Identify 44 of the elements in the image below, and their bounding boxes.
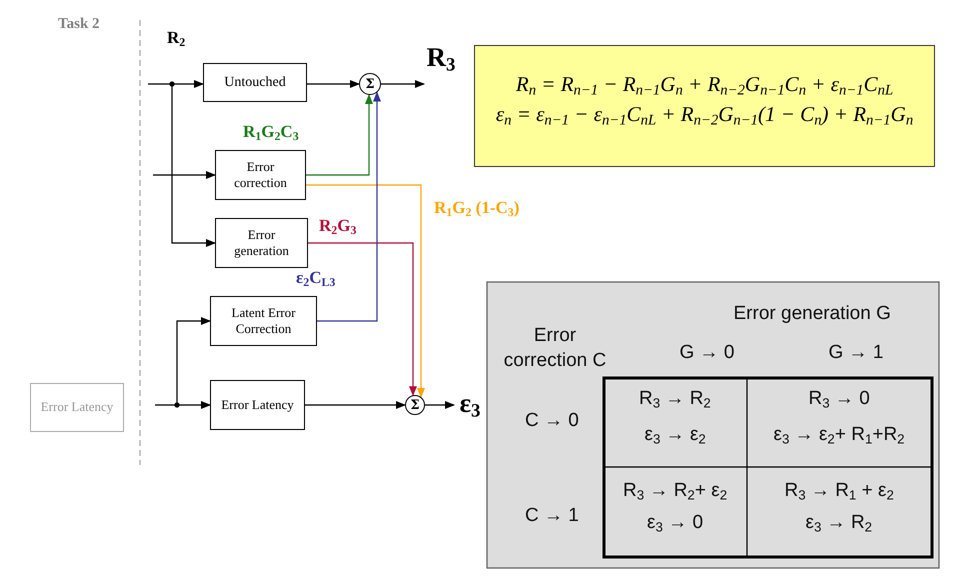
- edge-label: R$_{2}$G$_{3}$: [319, 216, 356, 236]
- arrow: [306, 184, 425, 398]
- table-cell-text: ε$_{3}$ → ε$_{2}$+ R$_{1}$+R$_{2}$: [774, 424, 905, 446]
- arrow: [305, 401, 406, 409]
- table-cell-text: ε$_{3}$ → R$_{2}$: [806, 512, 872, 534]
- arrow: [155, 401, 211, 409]
- table-header: Error correction C: [502, 324, 608, 373]
- arrow: [307, 80, 360, 88]
- signal-label: R$_{3}$: [424, 42, 458, 86]
- table-header: G → 1: [828, 342, 884, 364]
- table-cell-text: ε$_{3}$ → 0: [647, 512, 704, 534]
- table-cell-text: R$_{3}$ → R$_{1}$ + ε$_{2}$: [784, 480, 894, 502]
- table-header: C → 1: [525, 505, 579, 527]
- edge-label: R$_{1}$G$_{2}$ (1-C$_{3}$): [434, 198, 520, 218]
- process-box: Untouched: [203, 63, 307, 102]
- arrow: [148, 80, 204, 88]
- process-box: Latent Error Correction: [210, 296, 317, 346]
- table-cell-text: R$_{3}$ → R$_{2}$: [639, 388, 711, 410]
- signal-label: R$_{2}$: [167, 28, 186, 48]
- edge-label: R$_{1}$G$_{2}$C$_{3}$: [243, 122, 299, 142]
- arrow: [425, 401, 455, 409]
- slide-heading: Task 2: [58, 16, 100, 33]
- arrow: [153, 171, 216, 179]
- arrow: [317, 91, 381, 322]
- process-box: Error Latency: [30, 383, 124, 432]
- process-box: Error Latency: [210, 380, 305, 430]
- formula-box: R$_{n}$ = R$_{n−1}$ − R$_{n−1}$G$_{n}$ + R$_{n−2}$G$_{n−1}$C$_{n}$ + ε$_{n−1}$C$_{nL}$ ε$_{n}$ = ε$_{n−1}$ − ε$_{n−1}$C$_{nL}$ + R$_{n−2}$G$_{n−1}$(1 − C$_{n}$) + R$_{n−1}$G$_{n}$: [474, 45, 935, 167]
- table-cell-text: R$_{3}$ → 0: [808, 388, 870, 410]
- arrow: [381, 80, 425, 88]
- arrow: [171, 84, 216, 247]
- signal-label: ε$_{3}$: [454, 388, 486, 430]
- table-cell-text: ε$_{3}$ → ε$_{2}$: [644, 424, 706, 446]
- table-cell-text: R$_{3}$ → R$_{2}$+ ε$_{2}$: [623, 480, 728, 502]
- arrow: [308, 242, 417, 396]
- arrow: [176, 317, 211, 405]
- process-box: Error generation: [215, 218, 308, 268]
- process-box: Error correction: [215, 150, 306, 200]
- arrow: [306, 94, 373, 176]
- table-header: G → 0: [680, 342, 734, 364]
- table-header: Error generation G: [734, 303, 891, 325]
- summing-junction: Σ: [359, 73, 381, 95]
- edge-label: ε$_{2}$C$_{L3}$: [296, 268, 336, 288]
- table-header: C → 0: [525, 410, 579, 432]
- summing-junction: Σ: [405, 395, 425, 415]
